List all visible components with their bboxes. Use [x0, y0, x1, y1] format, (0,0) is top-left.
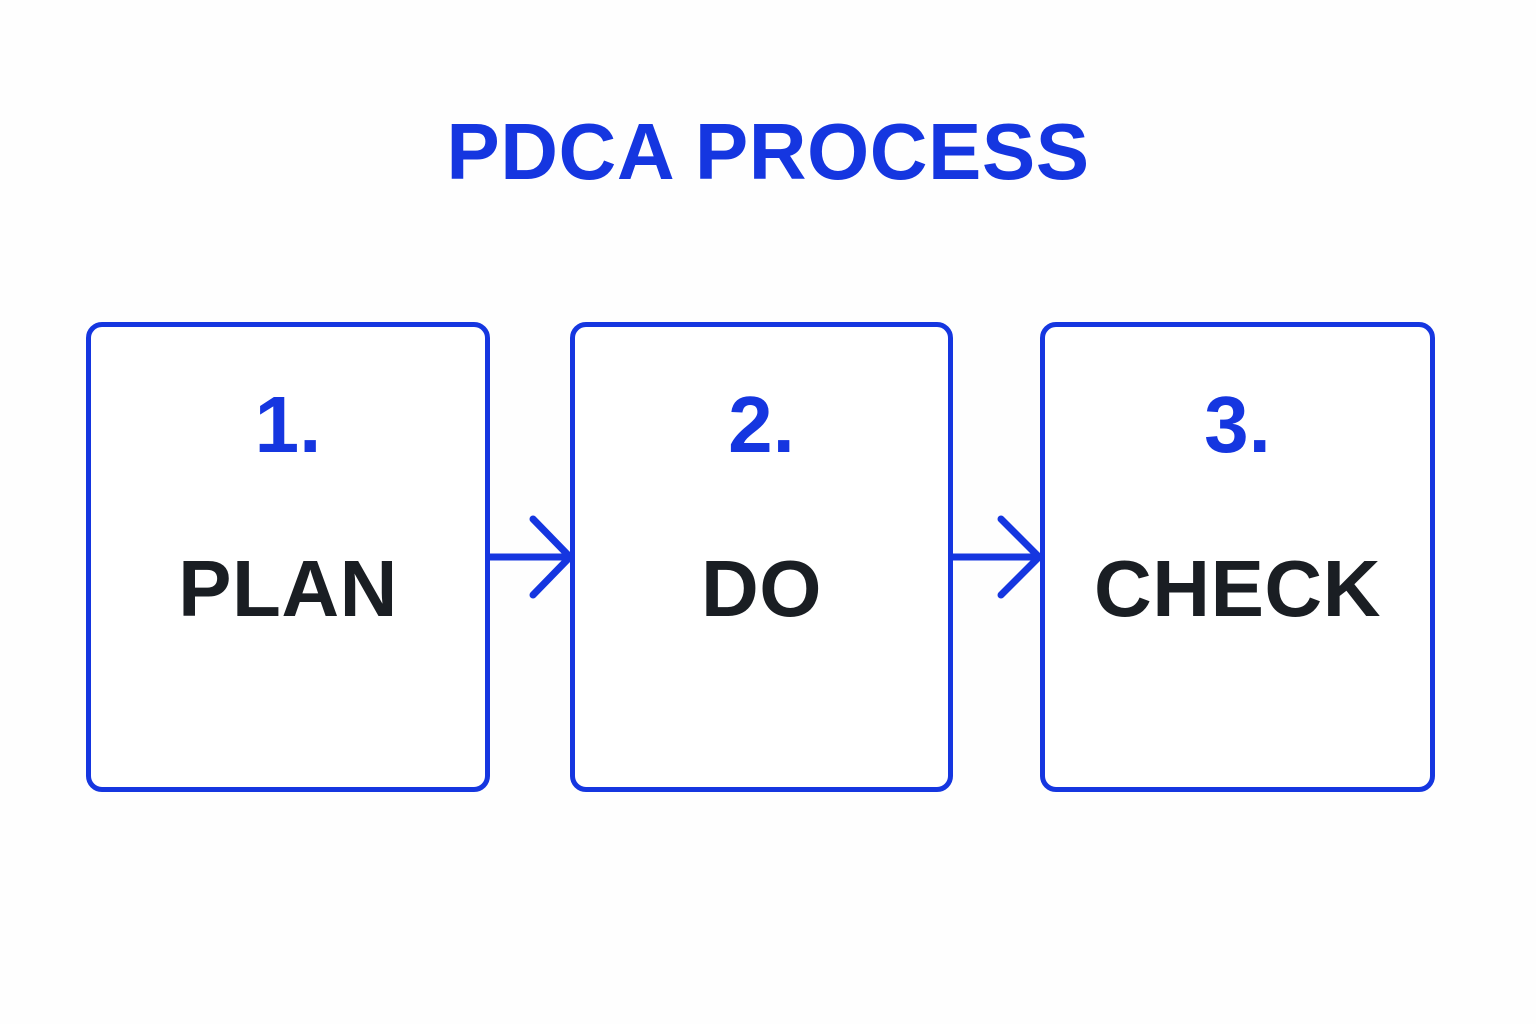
stage-box-plan[interactable]: 1. PLAN — [86, 322, 490, 792]
arrow-right-icon — [486, 515, 575, 599]
page-title: PDCA PROCESS — [446, 107, 1090, 196]
stage-label-check: CHECK — [1094, 544, 1381, 633]
stage-box-do[interactable]: 2. DO — [570, 322, 953, 792]
stage-number-3: 3. — [1204, 380, 1271, 469]
stage-label-plan: PLAN — [178, 544, 398, 633]
stage-label-do: DO — [701, 544, 822, 633]
stage-box-check[interactable]: 3. CHECK — [1040, 322, 1435, 792]
arrow-right-icon — [949, 515, 1044, 599]
arrow-plan-to-do — [486, 509, 576, 605]
stage-number-1: 1. — [254, 380, 322, 469]
stage-number-2: 2. — [728, 380, 795, 469]
arrow-do-to-check — [949, 509, 1045, 605]
